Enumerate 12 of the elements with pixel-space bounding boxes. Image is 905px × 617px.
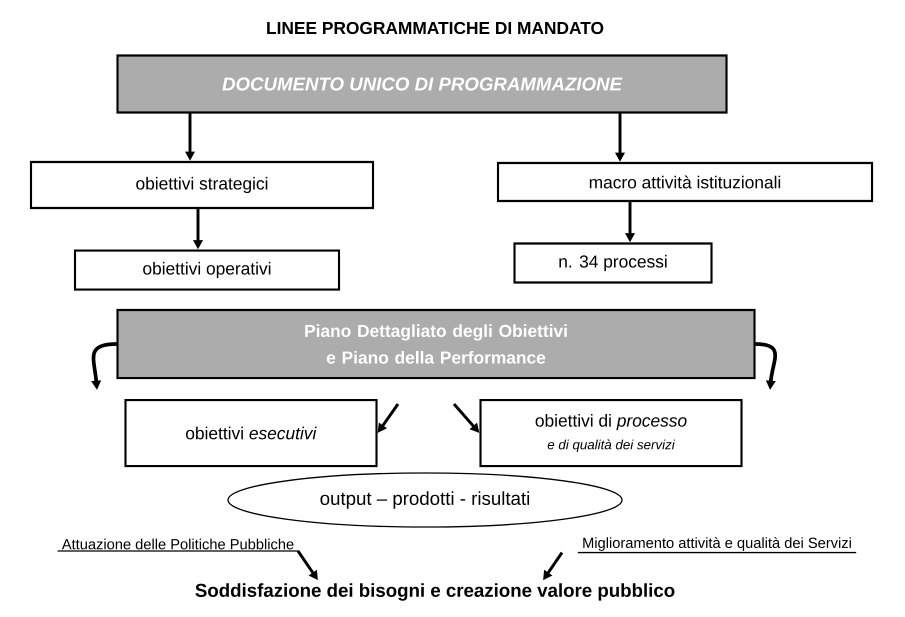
- title: LINEE PROGRAMMATICHE DI MANDATO: [267, 22, 604, 34]
- process-box: macro attività istituzionali: [496, 162, 874, 202]
- process-box: n. 34 processi: [513, 242, 713, 284]
- process-box: obiettivi esecutivi: [124, 398, 378, 468]
- process-box: obiettivi operativi: [74, 249, 340, 291]
- process-box: obiettivi strategici: [30, 160, 374, 210]
- goal-text: Soddisfazione dei bisogni e creazione valore pubblico: [195, 583, 674, 601]
- underlined-label: Attuazione delle Politiche Pubbliche: [58, 538, 298, 552]
- underlined-label: Miglioramento attività e qualità dei Servizi: [578, 537, 856, 554]
- banner-box: Piano Dettagliato degli Obiettivi e Piano della Performance: [116, 308, 756, 380]
- banner-box: DOCUMENTO UNICO DI PROGRAMMAZIONE: [116, 54, 728, 114]
- process-box: obiettivi di processo e di qualità dei servizi: [479, 398, 743, 468]
